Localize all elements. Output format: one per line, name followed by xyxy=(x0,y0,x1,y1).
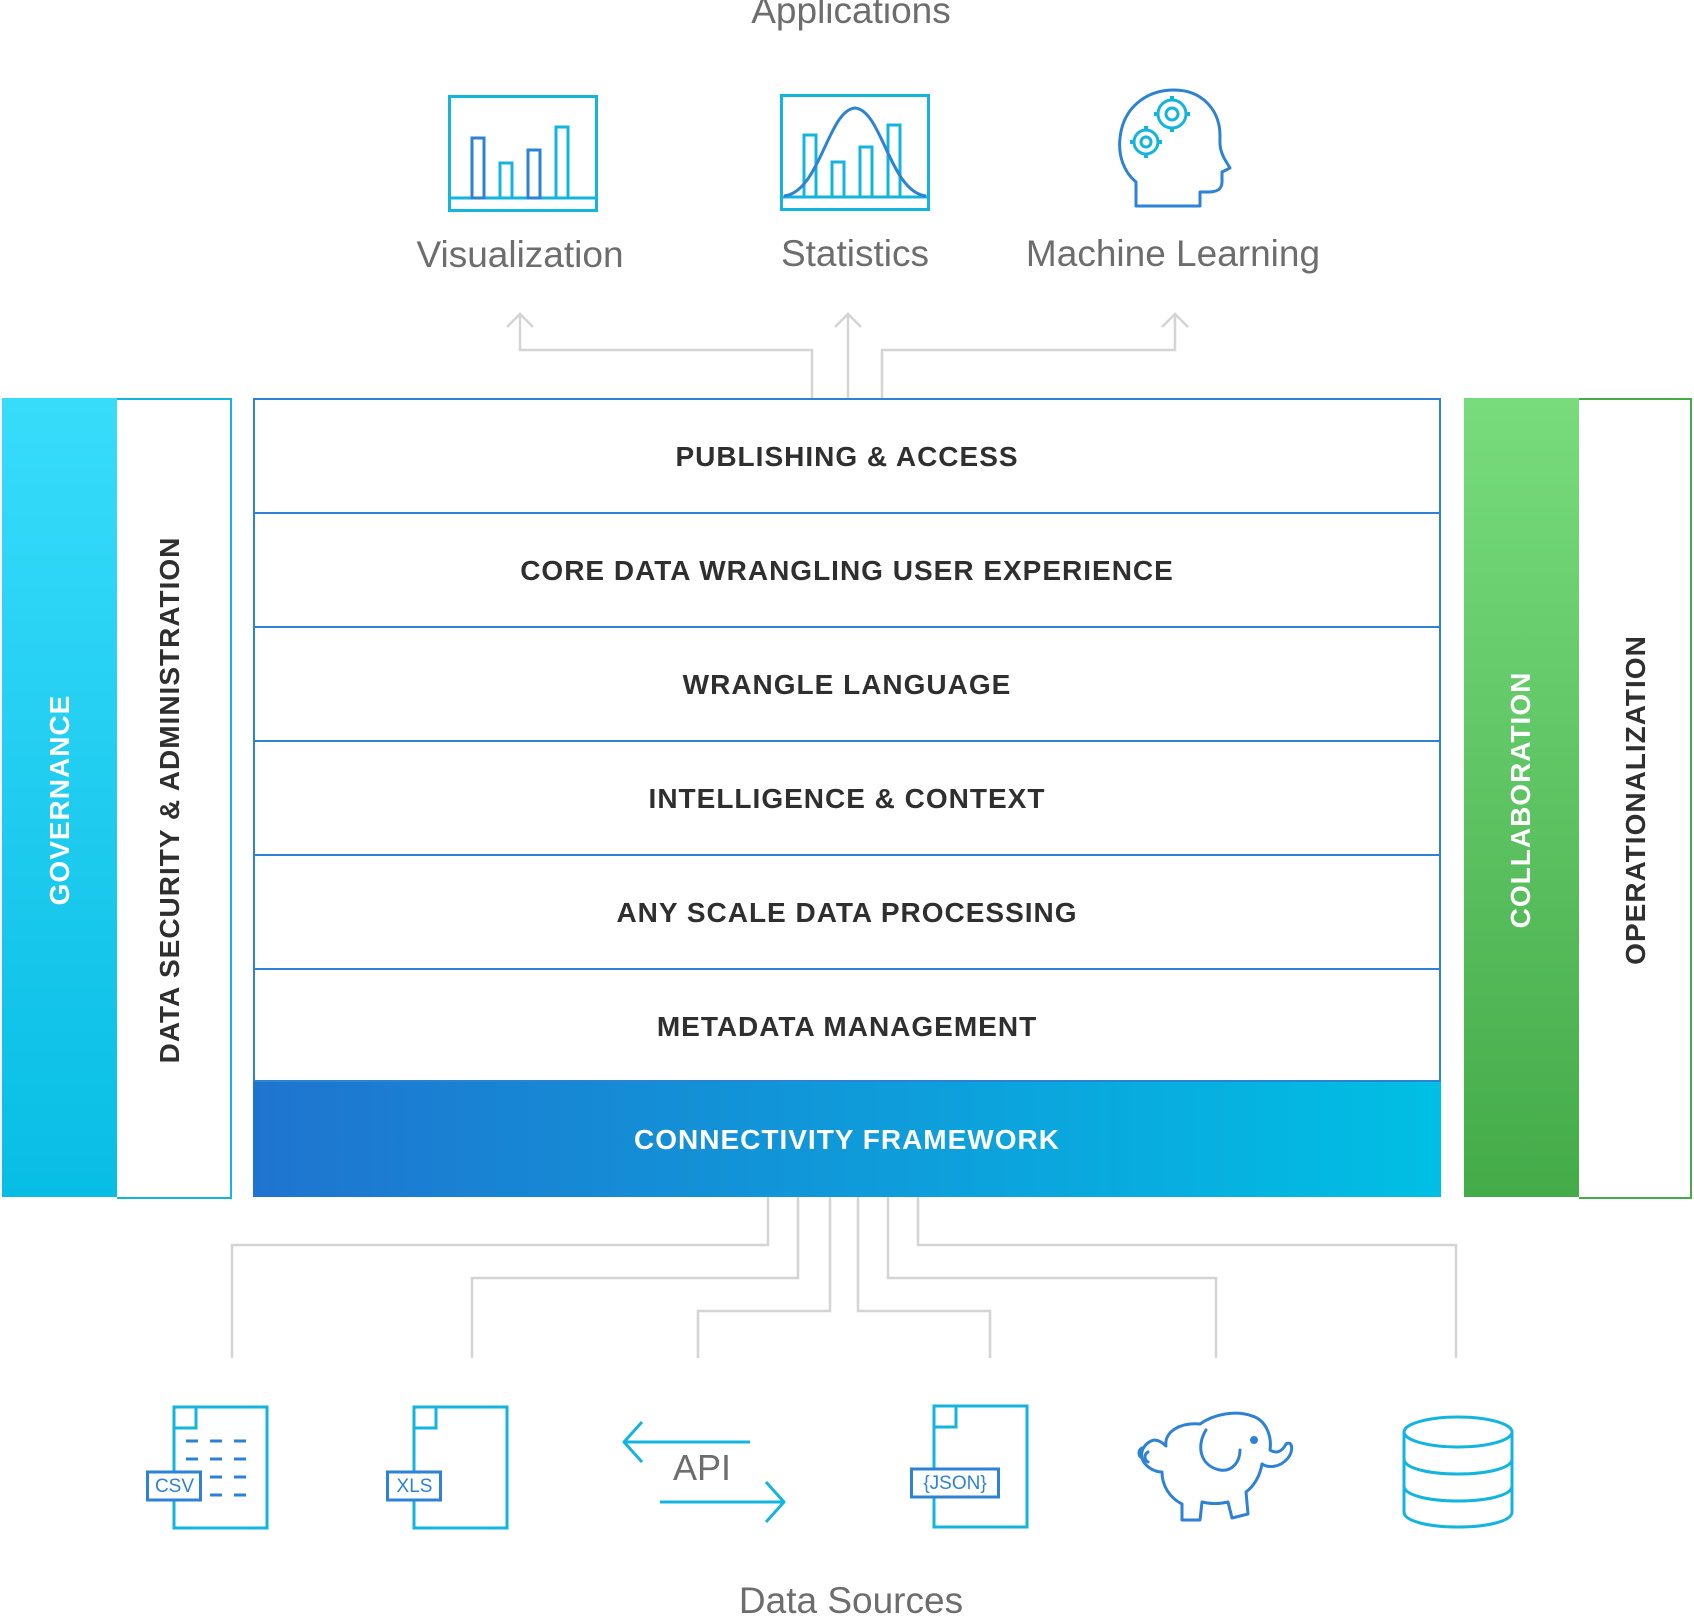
xls-label: XLS xyxy=(396,1476,433,1497)
layer-wrangle-language: WRANGLE LANGUAGE xyxy=(682,669,1012,700)
layer-core-data-wrangling: CORE DATA WRANGLING USER EXPERIENCE xyxy=(520,555,1174,586)
governance-bar xyxy=(2,398,117,1197)
bar-chart-icon xyxy=(448,95,598,212)
data-security-panel xyxy=(117,398,232,1199)
database-icon xyxy=(1402,1415,1514,1529)
hadoop-elephant-icon xyxy=(1137,1411,1294,1522)
head-gears-icon xyxy=(1118,88,1232,208)
csv-file-icon xyxy=(146,1405,269,1530)
layer-divider xyxy=(253,740,1441,742)
json-label: {JSON} xyxy=(923,1473,987,1494)
layer-divider xyxy=(253,854,1441,856)
api-arrows-icon xyxy=(622,1420,786,1524)
layer-intelligence-context: INTELLIGENCE & CONTEXT xyxy=(648,783,1046,814)
app-label-machine-learning: Machine Learning xyxy=(1025,233,1321,274)
application-connectors xyxy=(506,312,1189,398)
xls-file-icon xyxy=(386,1405,509,1530)
layer-metadata-management: METADATA MANAGEMENT xyxy=(656,1011,1038,1042)
collaboration-bar xyxy=(1464,398,1579,1197)
app-label-statistics: Statistics xyxy=(780,233,930,274)
bell-curve-histogram-icon xyxy=(780,94,930,211)
operationalization-panel xyxy=(1579,398,1692,1199)
api-label: API xyxy=(672,1447,732,1488)
layer-divider xyxy=(253,626,1441,628)
layer-connectivity-framework: CONNECTIVITY FRAMEWORK xyxy=(253,1082,1441,1197)
app-label-visualization: Visualization xyxy=(416,234,624,275)
layer-any-scale-processing: ANY SCALE DATA PROCESSING xyxy=(616,897,1078,928)
json-file-icon xyxy=(910,1404,1029,1529)
layer-publishing-access: PUBLISHING & ACCESS xyxy=(675,441,1019,472)
layer-divider xyxy=(253,512,1441,514)
csv-label: CSV xyxy=(154,1476,195,1497)
data-sources-heading: Data Sources xyxy=(738,1580,964,1621)
applications-heading: Applications xyxy=(751,0,951,31)
layer-divider xyxy=(253,968,1441,970)
